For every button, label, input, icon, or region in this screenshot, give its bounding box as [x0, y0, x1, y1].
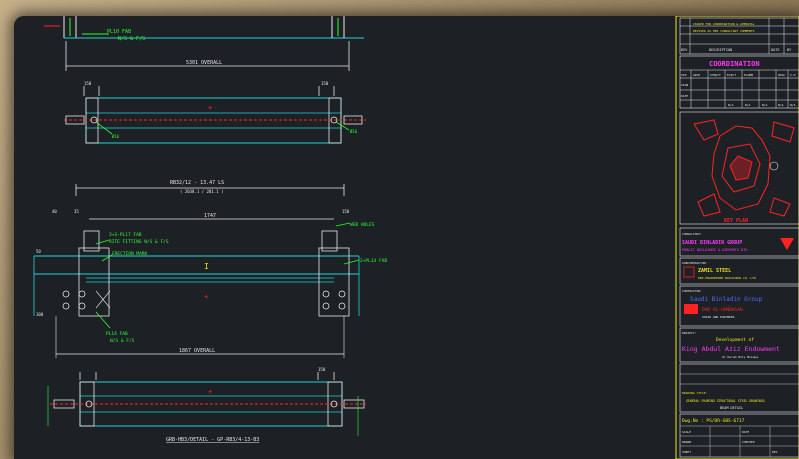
- ref-100: 100: [36, 312, 44, 317]
- client-sub: Al Haram Holy Mosque: [722, 355, 758, 359]
- span-dimension: 1747: [204, 213, 216, 219]
- subcontractor-logo-icon: [683, 266, 695, 278]
- coord-foot-0: N/A: [728, 103, 734, 107]
- drawing-caption: GRB-HB3/DETAIL - GP-RB3/4-13-B3: [166, 437, 259, 443]
- company-2-name: DAR AL-HANDASAH: [702, 307, 743, 313]
- center-mark-1: +: [208, 104, 212, 112]
- drawing-title-label: DRAWING TITLE:: [682, 391, 707, 395]
- web-holes: WEB HOLES: [350, 222, 375, 228]
- coord-row-sign: SIGN: [681, 83, 688, 87]
- plate-bottom-2: N/S & F/S: [110, 338, 135, 344]
- coord-foot-3: N/A: [778, 103, 784, 107]
- coord-h-6: I.D: [790, 73, 796, 77]
- ref-150a: 150: [342, 209, 350, 214]
- beam-label: RB32/12 - 13.47 LS: [170, 180, 224, 186]
- checked-label: CHECKED: [742, 440, 755, 444]
- consultant-division: PUBLIC BUILDINGS & AIRPORTS DIV.: [682, 248, 749, 252]
- contractor-name: Saudi Binladin Group: [690, 296, 763, 303]
- consultant-logo-icon: [780, 238, 794, 250]
- coord-h-3: ELECT: [727, 73, 736, 77]
- rev-header-rev: REV: [681, 48, 688, 52]
- section-mark: I: [204, 262, 209, 271]
- sheet-label: SHEET: [682, 450, 691, 454]
- rev-label: REV: [772, 450, 778, 454]
- overall-dimension-bottom: 1867 OVERALL: [179, 348, 215, 354]
- overall-dimension-top: 5301 OVERALL: [186, 60, 222, 66]
- beam-plan-view-1: 150 150 + Ø16 Ø16: [64, 81, 366, 144]
- subcontractor-desc: PRE-ENGINEERED BUILDINGS CO. LTD: [698, 276, 756, 280]
- cad-drawing-canvas[interactable]: PL10 FAB N/S & F/S 5301 OVERALL 150 150 …: [14, 16, 799, 459]
- scale-label: SCALE: [682, 430, 691, 434]
- subcontractor-name: ZAMIL STEEL: [698, 268, 731, 274]
- plate-bottom-1: PL14 FAB: [106, 331, 128, 337]
- center-mark-3: +: [208, 388, 212, 396]
- plate-note-top-1: PL10 FAB: [107, 29, 131, 35]
- coord-h-4: PLUMB: [744, 73, 753, 77]
- key-plan-label: KEY PLAN: [724, 218, 748, 224]
- project-label: PROJECT:: [682, 331, 697, 335]
- subcontractor-label: SUBCONTRACTOR:: [682, 261, 707, 265]
- coord-h-2: STRUCT: [710, 73, 721, 77]
- project-name: Development of: [716, 337, 754, 343]
- coord-foot-2: N/A: [762, 103, 768, 107]
- dim-left-b: 150: [321, 81, 329, 86]
- title-block: ISSUED FOR COORDINATION & APPROVAL REVIS…: [675, 16, 799, 459]
- coord-foot-4: N/A: [790, 103, 796, 107]
- erection-mark: ERECTION MARK: [112, 251, 148, 257]
- rev-header-by: BY: [787, 48, 792, 52]
- consultant-name: SAUDI BINLADIN GROUP: [682, 240, 742, 246]
- key-plan-drawing: [693, 119, 795, 217]
- cad-monitor-screen: PL10 FAB N/S & F/S 5301 OVERALL 150 150 …: [14, 16, 799, 459]
- rev-row-2: REVISED AS PER CONSULTANT COMMENTS: [693, 29, 755, 33]
- ref-35: 35: [74, 209, 79, 214]
- drawing-number: Dwg.No : PS/DR-GBS-6717: [682, 418, 745, 424]
- beam-elevation-view: RB32/12 - 13.47 LS ( 2038.1 / 201.1 ) 17…: [33, 180, 387, 358]
- top-partial-view: PL10 FAB N/S & F/S 5301 OVERALL: [44, 16, 364, 71]
- ref-150b: 150: [318, 367, 326, 372]
- company-2-sub: SHAIR AND PARTNERS: [702, 315, 735, 319]
- company-logo-icon: [684, 304, 698, 314]
- coord-h-1: ARCH: [693, 73, 700, 77]
- hole-dim-right: Ø16: [350, 129, 358, 134]
- date-label: DATE: [742, 430, 749, 434]
- drawing-title-line-1: GENERAL FRAMING STRUCTURAL STEEL DRAWING…: [686, 399, 765, 403]
- plate-right: 2+PL14 FAB: [360, 258, 387, 264]
- dim-left-a: 150: [84, 81, 92, 86]
- consultant-label: CONSULTANT:: [682, 232, 702, 236]
- beam-label-sub: ( 2038.1 / 201.1 ): [180, 189, 223, 194]
- beam-plan-view-2: 150 +: [47, 367, 366, 436]
- coord-row-date: DATE: [681, 94, 688, 98]
- coord-h-0: STR: [681, 73, 687, 77]
- plate-note-top-2: N/S & F/S: [118, 36, 145, 42]
- contractor-label: CONTRACTOR:: [682, 289, 702, 293]
- center-mark-2: +: [204, 293, 208, 301]
- hole-dim-left: Ø16: [112, 134, 120, 139]
- drawing-title-line-2: BEAM DETAIL: [720, 406, 743, 410]
- coord-foot-1: N/A: [745, 103, 751, 107]
- plate-fitting-1: 3+3-PL17 FAB: [109, 232, 142, 238]
- rev-row-1: ISSUED FOR COORDINATION & APPROVAL: [693, 22, 755, 26]
- coord-h-5: HVAC: [778, 73, 785, 77]
- plate-fitting-2: RITE FITTING N/S & F/S: [109, 239, 169, 245]
- rev-header-date: DATE: [771, 48, 779, 52]
- coordination-heading: COORDINATION: [709, 60, 760, 68]
- ref-40: 40: [52, 209, 57, 214]
- client-name: King Abdul Aziz Endowment: [682, 345, 780, 353]
- drawn-label: DRAWN: [682, 440, 691, 444]
- ref-50: 50: [36, 249, 41, 254]
- rev-header-desc: DESCRIPTION: [709, 48, 732, 52]
